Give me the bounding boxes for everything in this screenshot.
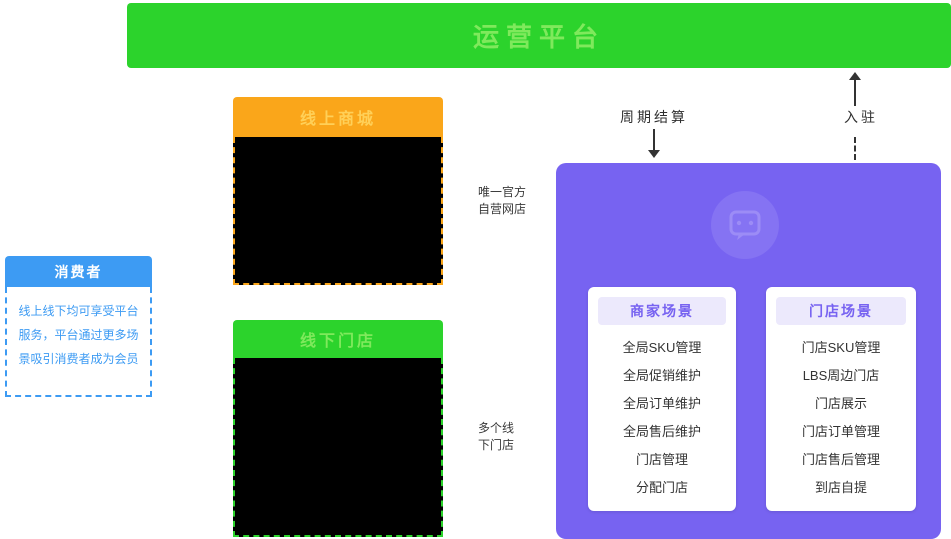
- saas-platform-panel: 商家场景 全局SKU管理 全局促销维护 全局订单维护 全局售后维护 门店管理 分…: [556, 163, 941, 539]
- arrow-down-icon: [648, 150, 660, 158]
- merchant-scenario-card: 商家场景 全局SKU管理 全局促销维护 全局订单维护 全局售后维护 门店管理 分…: [588, 287, 736, 511]
- consumer-description-line: 服务，平台通过更多场: [18, 328, 139, 342]
- card-item: 门店管理: [635, 452, 688, 467]
- offline-shop-screenshot-area: [233, 358, 443, 537]
- online-shop-caption: 唯一官方 自营网店: [478, 184, 526, 218]
- caption-line: 唯一官方: [478, 185, 527, 199]
- operations-platform-banner: 运营平台: [127, 3, 951, 68]
- merchant-card-items: 全局SKU管理 全局促销维护 全局订单维护 全局售后维护 门店管理 分配门店: [588, 334, 736, 502]
- consumer-header: 消费者: [5, 256, 152, 287]
- settlement-arrow-line: [653, 129, 655, 150]
- card-item: 分配门店: [635, 480, 688, 495]
- consumer-description: 线上线下均可享受平台 服务，平台通过更多场 景吸引消费者成为会员: [5, 287, 152, 397]
- caption-line: 多个线: [478, 421, 515, 435]
- card-item: 全局订单维护: [622, 396, 701, 411]
- entry-dashed-line: [854, 137, 856, 160]
- arrow-up-icon: [849, 72, 861, 80]
- chat-bubble-icon: [711, 191, 779, 259]
- store-card-title: 门店场景: [776, 297, 906, 325]
- card-item: 全局SKU管理: [622, 340, 702, 355]
- entry-label: 入驻: [844, 109, 878, 125]
- entry-arrow-line: [854, 80, 856, 106]
- card-item: 门店售后管理: [801, 452, 880, 467]
- store-card-items: 门店SKU管理 LBS周边门店 门店展示 门店订单管理 门店售后管理 到店自提: [766, 334, 916, 502]
- merchant-card-title: 商家场景: [598, 297, 726, 325]
- offline-shop-caption: 多个线 下门店: [478, 420, 514, 454]
- card-item: 门店SKU管理: [801, 340, 881, 355]
- online-shop-header: 线上商城: [233, 97, 443, 137]
- banner-title: 运营平台: [472, 22, 605, 52]
- card-item: 门店订单管理: [801, 424, 880, 439]
- caption-line: 下门店: [478, 438, 515, 452]
- settlement-label: 周期结算: [620, 109, 688, 125]
- consumer-description-line: 线上线下均可享受平台: [18, 304, 139, 318]
- card-item: LBS周边门店: [802, 368, 880, 383]
- card-item: 到店自提: [814, 480, 867, 495]
- store-scenario-card: 门店场景 门店SKU管理 LBS周边门店 门店展示 门店订单管理 门店售后管理 …: [766, 287, 916, 511]
- offline-shop-header: 线下门店: [233, 320, 443, 358]
- caption-line: 自营网店: [478, 202, 527, 216]
- card-item: 全局售后维护: [622, 424, 701, 439]
- consumer-description-line: 景吸引消费者成为会员: [18, 352, 139, 366]
- card-item: 门店展示: [814, 396, 867, 411]
- card-item: 全局促销维护: [622, 368, 701, 383]
- online-shop-screenshot-area: [233, 137, 443, 285]
